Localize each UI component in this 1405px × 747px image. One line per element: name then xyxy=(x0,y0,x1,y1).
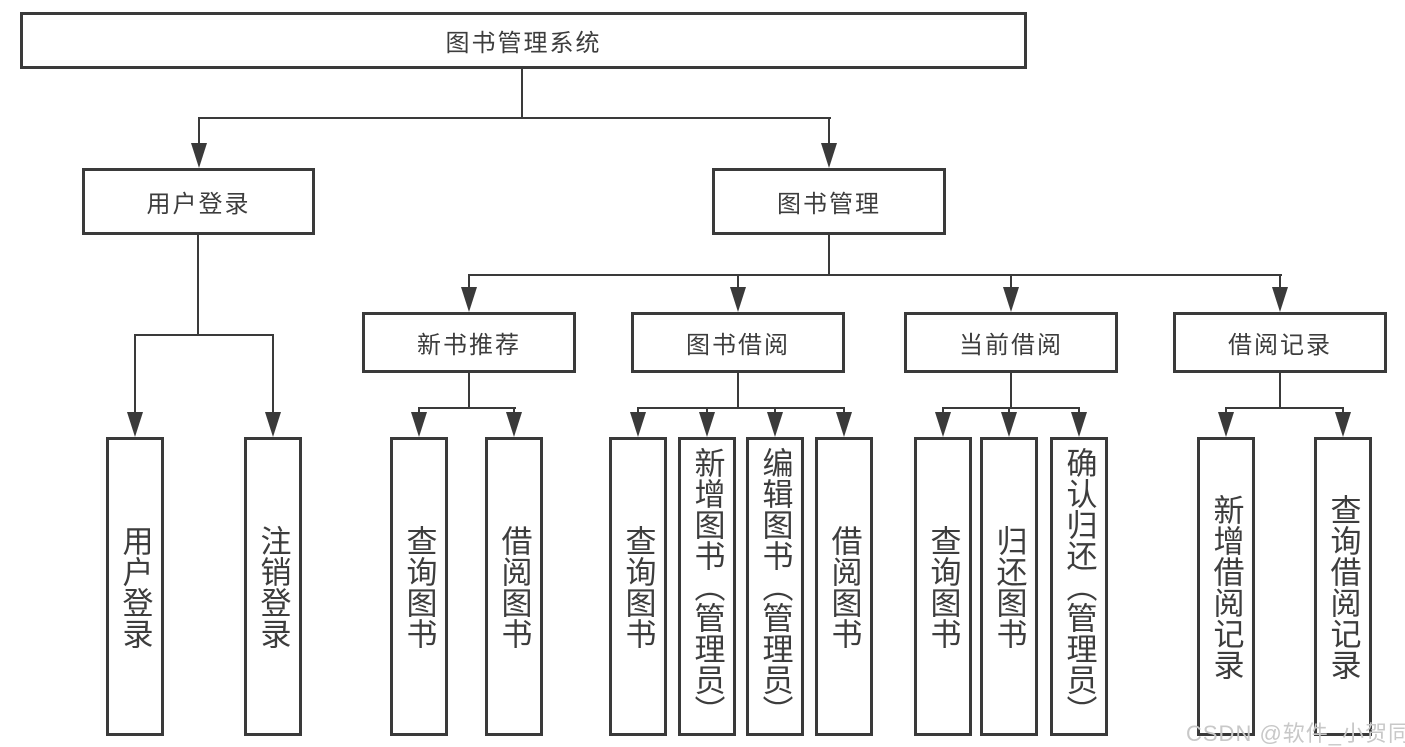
arrow-down-icon xyxy=(836,412,852,437)
connector-drop-login-leaf1 xyxy=(134,334,136,413)
connector-borrow-records-drop xyxy=(1279,373,1281,409)
arrow-down-icon xyxy=(1001,412,1017,437)
leaf-recommend-query-book: 查询图书 xyxy=(390,437,448,736)
arrow-down-icon xyxy=(699,412,715,437)
connector-stub xyxy=(942,407,944,413)
leaf-recommend-borrow-book: 借阅图书 xyxy=(485,437,543,736)
arrow-down-icon xyxy=(821,143,837,168)
connector-new-book-drop xyxy=(468,373,470,409)
connector-drop-book-mgmt xyxy=(828,117,830,144)
connector-level2-branch xyxy=(198,117,831,119)
connector-current-borrow-drop xyxy=(1010,373,1012,409)
connector-current-branch xyxy=(942,407,1080,409)
node-borrow-records: 借阅记录 xyxy=(1173,312,1387,373)
connector-book-mgmt-drop xyxy=(828,235,830,276)
connector-stub xyxy=(1342,407,1344,413)
arrow-down-icon xyxy=(1071,412,1087,437)
leaf-records-add-record: 新增借阅记录 xyxy=(1197,437,1255,736)
arrow-down-icon xyxy=(1272,287,1288,312)
connector-drop-user-login xyxy=(198,117,200,144)
leaf-current-confirm-return-admin: 确认归还（管理员） xyxy=(1050,437,1108,736)
leaf-current-query-book: 查询图书 xyxy=(914,437,972,736)
arrow-down-icon xyxy=(506,412,522,437)
arrow-down-icon xyxy=(730,287,746,312)
node-current-borrow: 当前借阅 xyxy=(904,312,1118,373)
arrow-down-icon xyxy=(411,412,427,437)
connector-level3-branch xyxy=(468,274,1282,276)
connector-records-branch xyxy=(1225,407,1344,409)
node-root-library-system: 图书管理系统 xyxy=(20,12,1027,69)
connector-stub xyxy=(1008,407,1010,413)
arrow-down-icon xyxy=(1218,412,1234,437)
arrow-down-icon xyxy=(630,412,646,437)
connector-borrow-branch xyxy=(637,407,845,409)
connector-drop-book-borrow xyxy=(737,274,739,288)
arrow-down-icon xyxy=(265,412,281,437)
arrow-down-icon xyxy=(767,412,783,437)
leaf-logout: 注销登录 xyxy=(244,437,302,736)
connector-login-branch xyxy=(134,334,274,336)
node-book-mgmt: 图书管理 xyxy=(712,168,946,235)
connector-drop-new-book xyxy=(468,274,470,288)
leaf-user-login: 用户登录 xyxy=(106,437,164,736)
connector-stub xyxy=(843,407,845,413)
connector-stub xyxy=(1078,407,1080,413)
connector-drop-borrow-records xyxy=(1279,274,1281,288)
connector-stub xyxy=(774,407,776,413)
connector-stub xyxy=(637,407,639,413)
arrow-down-icon xyxy=(127,412,143,437)
arrow-down-icon xyxy=(191,143,207,168)
leaf-records-query-record: 查询借阅记录 xyxy=(1314,437,1372,736)
csdn-watermark: CSDN @软件_小贺同学 xyxy=(1186,721,1405,746)
connector-book-borrow-drop xyxy=(737,373,739,409)
connector-stub xyxy=(706,407,708,413)
arrow-down-icon xyxy=(935,412,951,437)
leaf-borrow-add-book-admin: 新增图书（管理员） xyxy=(678,437,736,736)
leaf-borrow-borrow-book: 借阅图书 xyxy=(815,437,873,736)
node-new-book-recommend: 新书推荐 xyxy=(362,312,576,373)
connector-recommend-branch xyxy=(418,407,516,409)
arrow-down-icon xyxy=(461,287,477,312)
connector-stub xyxy=(418,407,420,413)
connector-root-drop xyxy=(521,69,523,118)
leaf-borrow-query-book: 查询图书 xyxy=(609,437,667,736)
leaf-borrow-edit-book-admin: 编辑图书（管理员） xyxy=(746,437,804,736)
connector-stub xyxy=(1225,407,1227,413)
arrow-down-icon xyxy=(1335,412,1351,437)
leaf-current-return-book: 归还图书 xyxy=(980,437,1038,736)
node-user-login: 用户登录 xyxy=(82,168,315,235)
arrow-down-icon xyxy=(1003,287,1019,312)
connector-user-login-drop xyxy=(197,235,199,336)
connector-drop-current-borrow xyxy=(1010,274,1012,288)
node-book-borrow: 图书借阅 xyxy=(631,312,845,373)
connector-drop-login-leaf2 xyxy=(272,334,274,413)
connector-stub xyxy=(513,407,515,413)
